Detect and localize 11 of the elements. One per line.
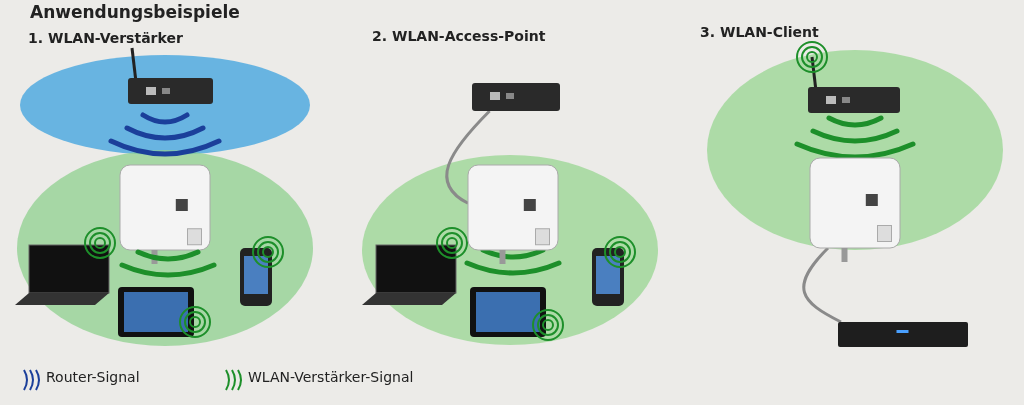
router-drawing xyxy=(472,83,560,111)
repeater-drawing xyxy=(468,165,558,264)
heading: Anwendungsbeispiele xyxy=(30,2,240,22)
panel-heading: 2. WLAN-Access-Point xyxy=(372,28,546,44)
legend-label: Router-Signal xyxy=(46,369,140,385)
legend-label: WLAN-Verstärker-Signal xyxy=(248,369,414,385)
set-top-box-drawing xyxy=(838,322,968,347)
cable-line xyxy=(445,109,491,205)
panel-heading: 3. WLAN-Client xyxy=(700,24,819,40)
panel-heading: 1. WLAN-Verstärker xyxy=(28,30,183,46)
repeater-drawing xyxy=(810,158,900,262)
